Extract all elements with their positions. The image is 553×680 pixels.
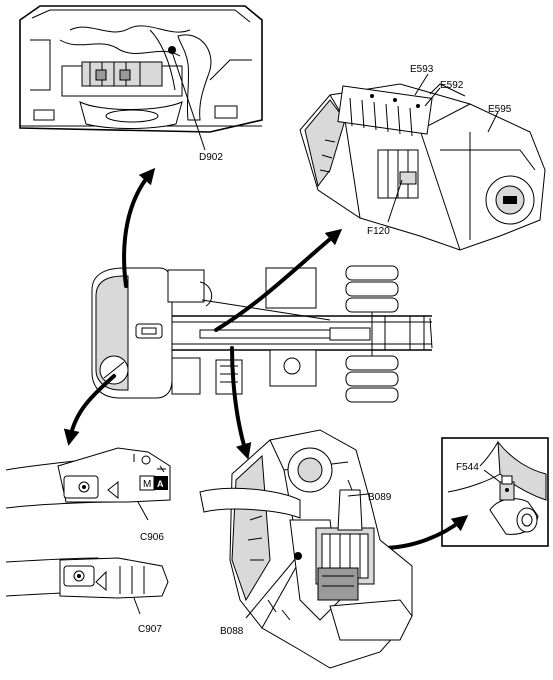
label-b088: B088 — [220, 626, 244, 637]
label-b089: B089 — [368, 492, 392, 503]
label-c907: C907 — [138, 624, 162, 635]
transmission-view: B089 B088 — [199, 429, 413, 669]
label-e595: E595 — [488, 104, 512, 115]
label-f544: F544 — [456, 462, 479, 473]
detail-f544-view: F544 — [441, 437, 549, 547]
gearbox-view: E593 E592 E595 F120 — [299, 64, 546, 251]
label-d902: D902 — [199, 152, 223, 163]
arrow-to-transmission — [230, 346, 252, 460]
arrow-to-cab — [122, 167, 156, 288]
label-e592: E592 — [440, 80, 464, 91]
label-e593: E593 — [410, 64, 434, 75]
arrow-to-gearbox — [214, 228, 343, 332]
button-auto: A — [157, 479, 164, 489]
pointer-arrows — [63, 167, 469, 550]
label-c906: C906 — [140, 532, 164, 543]
stalk-c906-view: M A C906 — [5, 447, 171, 543]
label-f120: F120 — [367, 226, 390, 237]
truck-chassis-top-view — [91, 265, 433, 403]
arrow-to-detail — [380, 515, 469, 550]
button-manual: M — [143, 479, 151, 490]
stalk-c907-view: C907 — [5, 557, 169, 635]
arrow-to-stalks — [63, 374, 116, 446]
cab-dashboard-view: D902 — [19, 5, 263, 163]
